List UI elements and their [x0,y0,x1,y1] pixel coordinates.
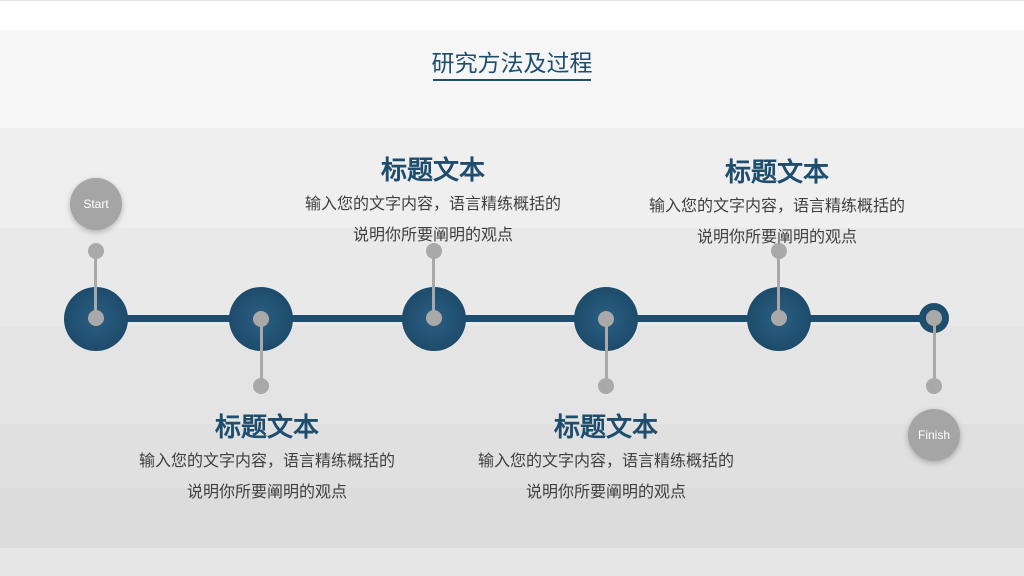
step-desc-line2: 说明你所要阐明的观点 [186,482,347,501]
background-band [0,228,1024,326]
connector-stem [260,319,263,386]
connector-dot [253,378,269,394]
step-desc-line2: 说明你所要阐明的观点 [352,225,513,244]
connector-dot [598,378,614,394]
step-desc-line2: 说明你所要阐明的观点 [696,227,857,246]
connector-stem [605,319,608,386]
step-desc-line1: 输入您的文字内容，语言精练概括的 [138,451,395,470]
background-band [0,424,1024,488]
connector-stem [777,251,780,318]
background-band [0,326,1024,424]
connector-dot [426,243,442,259]
step-card-4: 标题文本 输入您的文字内容，语言精练概括的 说明你所要阐明的观点 [461,411,751,507]
step-card-3: 标题文本 输入您的文字内容，语言精练概括的 说明你所要阐明的观点 [122,411,412,507]
connector-stem [933,319,936,386]
timeline-line [96,315,936,322]
connector-dot [88,243,104,259]
node-center-dot [88,310,104,326]
step-card-1: 标题文本 输入您的文字内容，语言精练概括的 说明你所要阐明的观点 [288,154,578,250]
connector-dot [926,378,942,394]
step-card-2: 标题文本 输入您的文字内容，语言精练概括的 说明你所要阐明的观点 [632,156,922,252]
connector-stem [94,251,97,318]
connector-stem [432,251,435,318]
background-band [0,548,1024,576]
page-title: 研究方法及过程 [431,51,593,77]
finish-badge: Finish [908,409,960,461]
node-end-dot [926,310,942,326]
node-center-dot [771,310,787,326]
step-title: 标题文本 [214,413,319,443]
step-title: 标题文本 [724,158,829,188]
step-desc-line1: 输入您的文字内容，语言精练概括的 [648,196,905,215]
background-band [0,128,1024,228]
start-badge: Start [70,178,122,230]
step-title: 标题文本 [553,413,658,443]
step-title: 标题文本 [380,156,485,186]
node-center-dot [253,311,269,327]
node-center-dot [426,310,442,326]
step-desc-line1: 输入您的文字内容，语言精练概括的 [304,194,561,213]
connector-dot [771,243,787,259]
step-desc-line1: 输入您的文字内容，语言精练概括的 [477,451,734,470]
title-underline [433,79,591,81]
step-desc-line2: 说明你所要阐明的观点 [525,482,686,501]
background-band [0,0,1024,30]
background-band [0,488,1024,548]
node-center-dot [598,311,614,327]
